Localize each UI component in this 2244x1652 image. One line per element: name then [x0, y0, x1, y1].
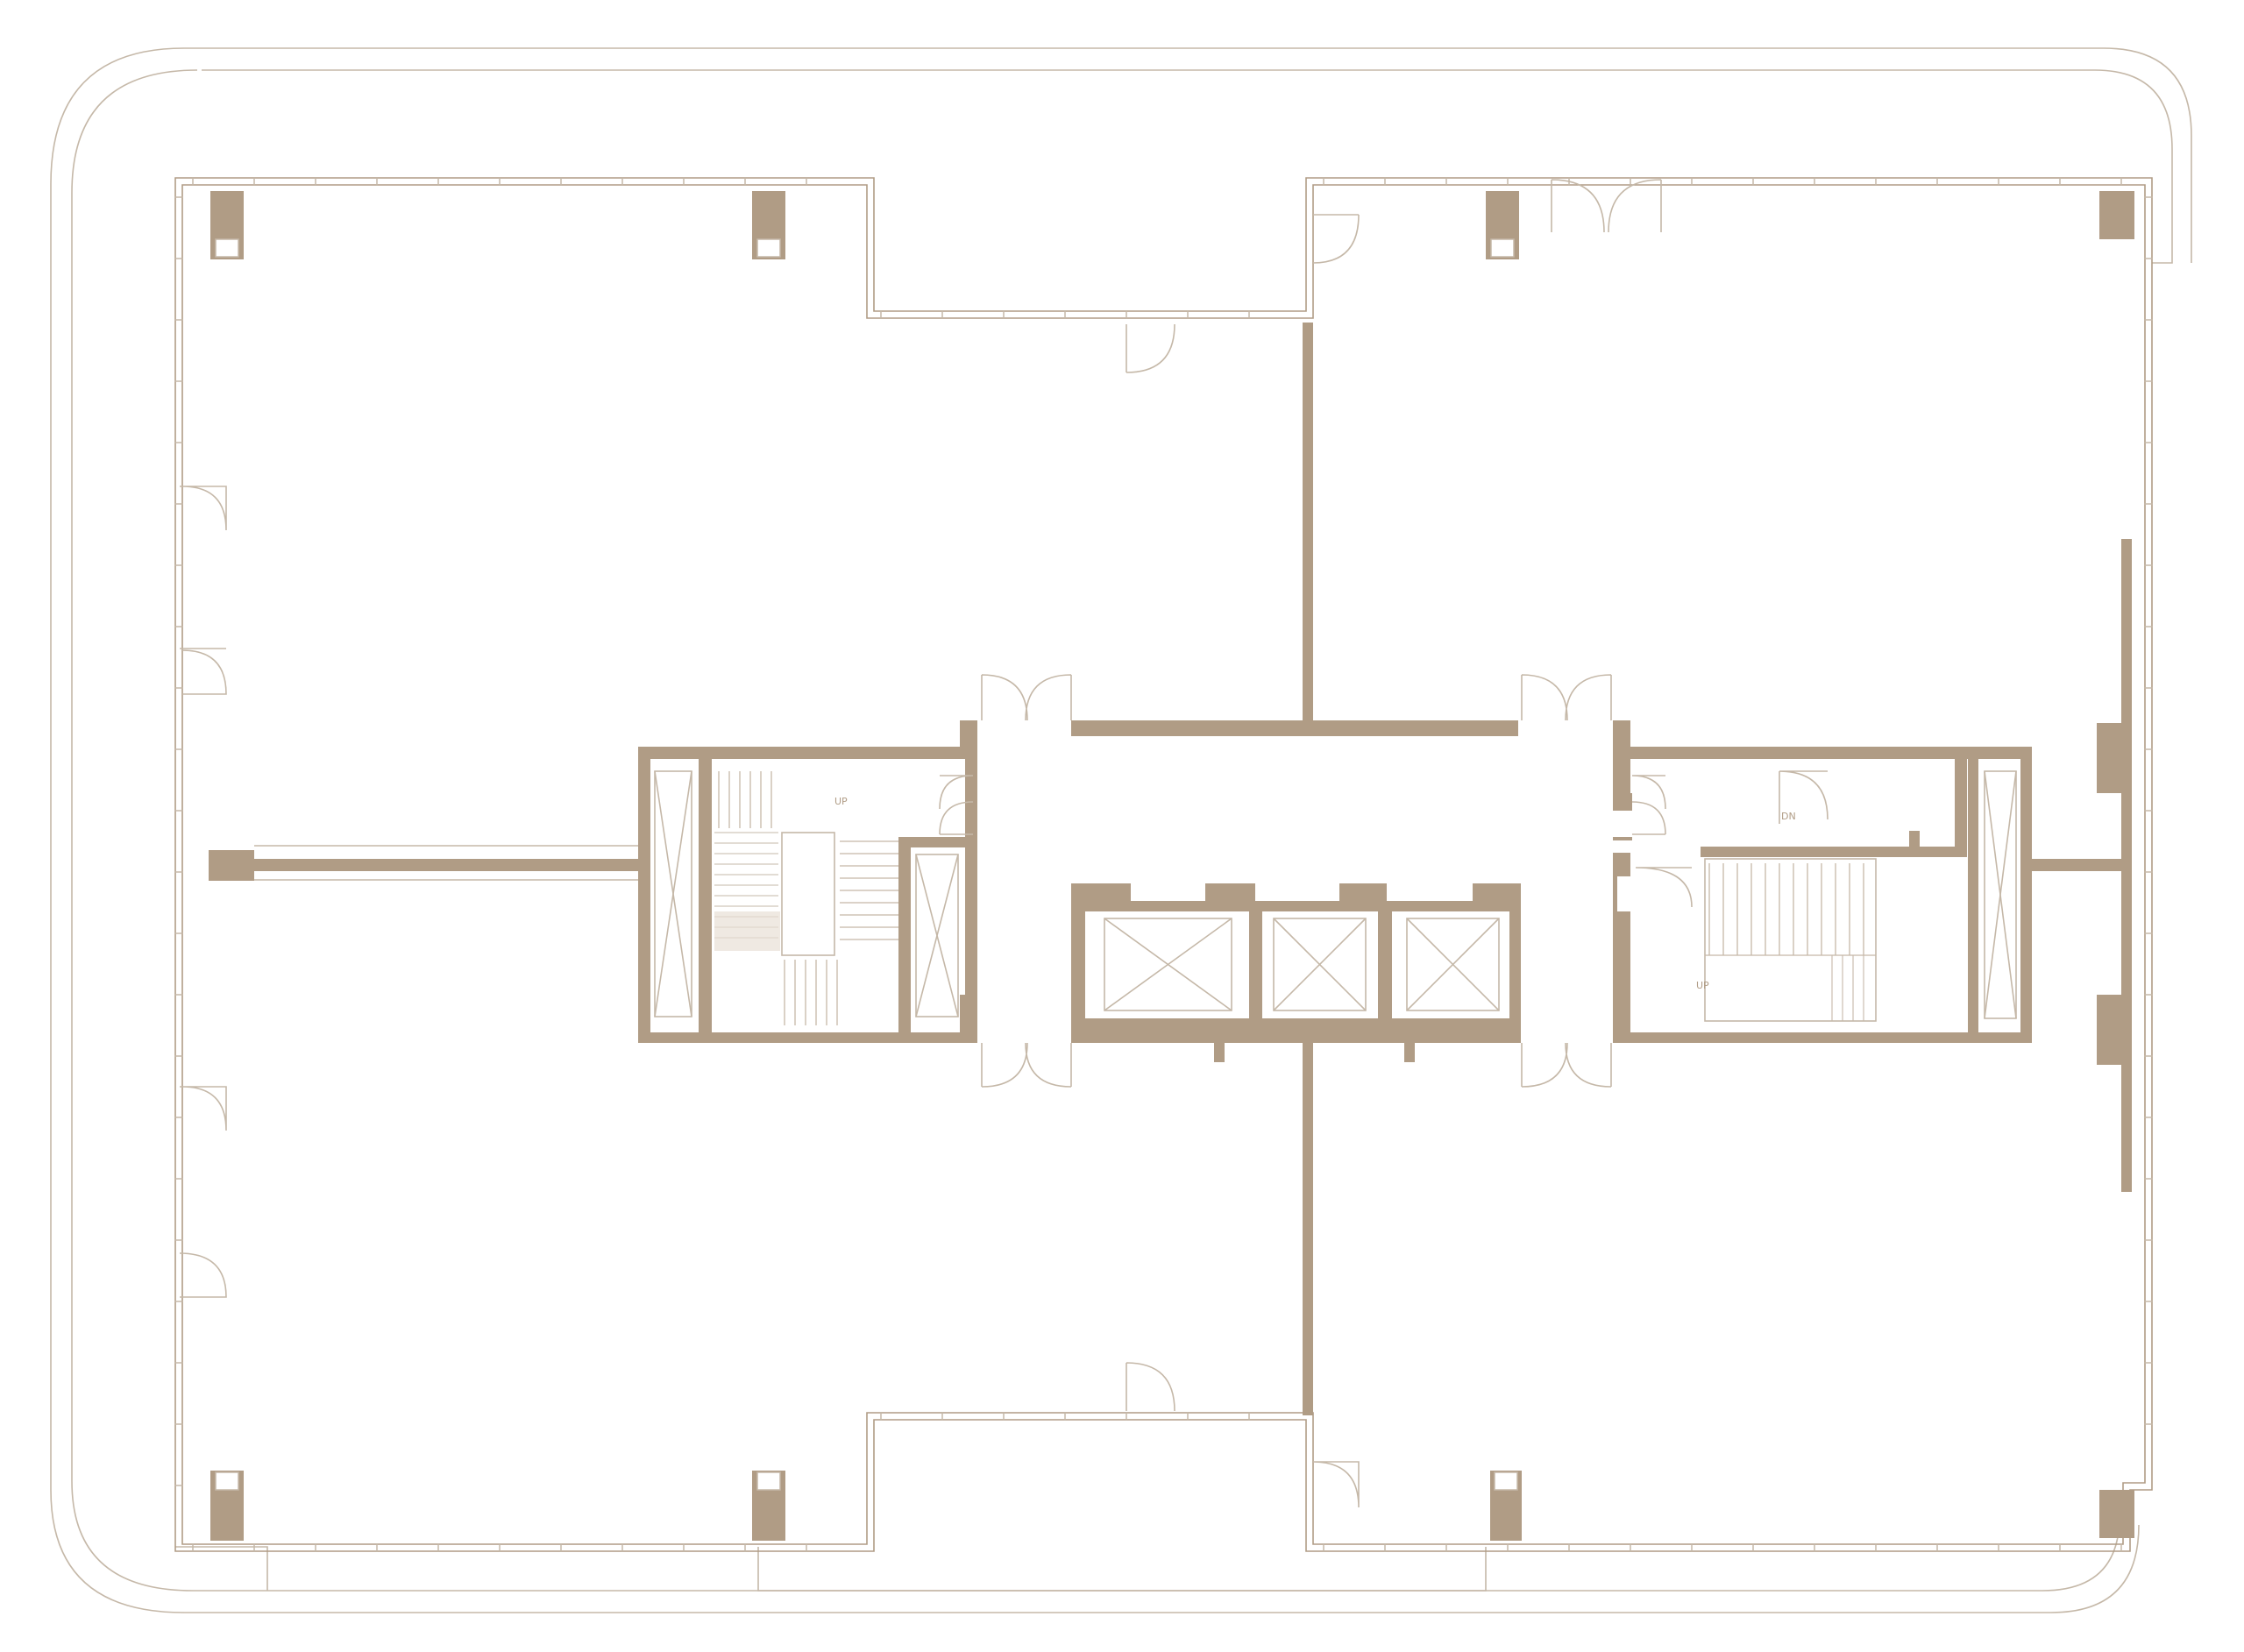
doors	[179, 179, 1829, 1508]
partition-walls	[254, 323, 2123, 1415]
columns	[209, 191, 2134, 1541]
stairs: UP UP DN	[714, 771, 1877, 1025]
site-outline	[50, 47, 2192, 1613]
shafts	[654, 770, 2017, 1019]
stair-right-up-label: UP	[1696, 980, 1709, 991]
stair-left-up-label: UP	[834, 796, 848, 807]
core	[638, 720, 2032, 1062]
stair-right-dn-label: DN	[1781, 811, 1796, 822]
